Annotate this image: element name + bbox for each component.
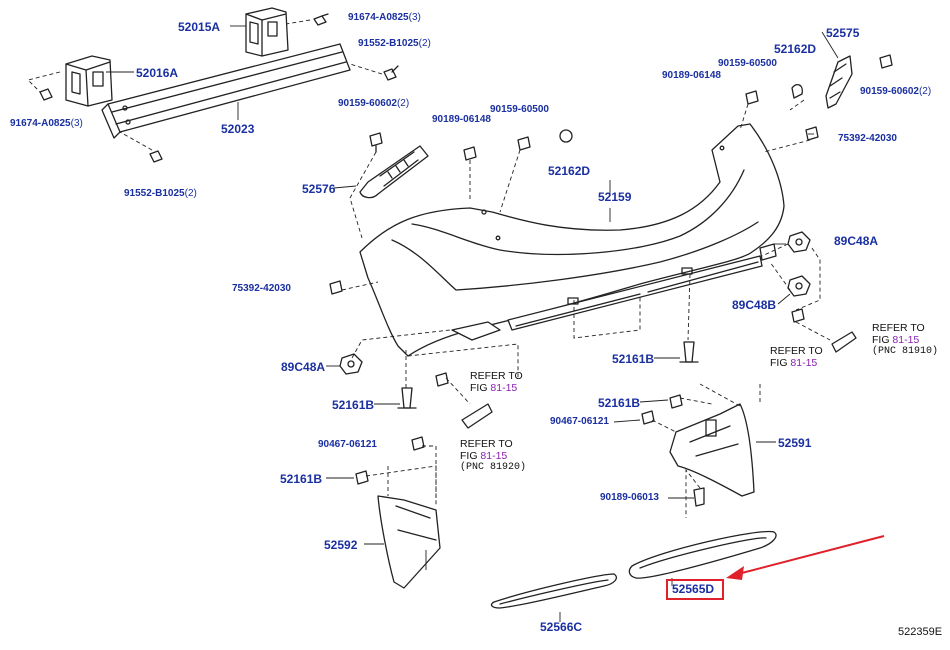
part-label-52162D-right[interactable]: 52162D <box>774 42 817 56</box>
leader-lines <box>106 25 839 622</box>
reference-fig: FIG 81-15 <box>460 450 508 462</box>
part-label-90159-60602-left[interactable]: 90159-60602(2) <box>338 98 409 109</box>
part-label-91552-b1025-top[interactable]: 91552-B1025(2) <box>358 38 431 49</box>
reference-pnc: (PNC 81920) <box>460 462 527 473</box>
reflector-parts <box>461 331 857 429</box>
part-label-52161B-center[interactable]: 52161B <box>612 352 655 366</box>
quantity: (2) <box>418 38 431 49</box>
reference-note-center[interactable]: REFER TO FIG 81-15 <box>770 345 823 369</box>
part-label-91674-a0825-left[interactable]: 91674-A0825(3) <box>10 118 83 129</box>
reference-fig: FIG 81-15 <box>470 382 518 394</box>
fastener-group-upper <box>329 54 893 295</box>
part-number: 91552-B1025 <box>124 188 185 199</box>
reference-text: REFER TO <box>470 370 523 382</box>
bracket-52016A <box>65 55 113 107</box>
part-label-90467-06121-left[interactable]: 90467-06121 <box>318 439 377 450</box>
support-52591 <box>669 403 755 497</box>
reference-number: 81-15 <box>892 334 920 346</box>
quantity: (2) <box>396 98 410 109</box>
guide-lines <box>27 19 831 518</box>
part-number: 91674-A0825 <box>10 118 71 129</box>
reference-note-left-upper[interactable]: REFER TO FIG 81-15 <box>470 370 523 394</box>
part-label-75392-42030-left[interactable]: 75392-42030 <box>232 283 291 294</box>
reference-note-left[interactable]: REFER TO FIG 81-15 (PNC 81920) <box>460 438 526 474</box>
reference-text: REFER TO <box>770 345 823 357</box>
support-52592 <box>377 495 441 589</box>
part-label-52566C[interactable]: 52566C <box>540 620 583 634</box>
reference-fig: FIG 81-15 <box>872 334 920 346</box>
reference-pnc: (PNC 81910) <box>872 346 939 357</box>
part-label-90159-60602-right[interactable]: 90159-60602(2) <box>860 86 931 97</box>
frame-52565D <box>628 530 777 579</box>
bolt-group-beam <box>39 13 399 163</box>
part-label-52159[interactable]: 52159 <box>598 190 632 204</box>
reference-number: 81-15 <box>480 450 508 462</box>
part-label-90189-06148-mid[interactable]: 90189-06148 <box>432 114 491 125</box>
quantity: (2) <box>918 86 932 97</box>
clip-group-52161B <box>355 308 805 507</box>
reference-number: 81-15 <box>490 382 518 394</box>
part-label-52565D[interactable]: 52565D <box>672 582 715 596</box>
part-label-52161B-right[interactable]: 52161B <box>598 396 641 410</box>
part-label-52592[interactable]: 52592 <box>324 538 358 552</box>
part-number: 90159-60602 <box>860 86 919 97</box>
part-label-91552-b1025-bottom[interactable]: 91552-B1025(2) <box>124 188 197 199</box>
part-number: 90159-60602 <box>338 98 397 109</box>
part-label-52575[interactable]: 52575 <box>826 26 860 40</box>
part-label-52161B-lower-left[interactable]: 52161B <box>280 472 323 486</box>
reference-text: REFER TO <box>872 322 925 334</box>
part-label-52576[interactable]: 52576 <box>302 182 336 196</box>
figure-id: 522359E <box>898 626 943 638</box>
highlight-box <box>666 579 724 600</box>
part-label-90467-06121-right[interactable]: 90467-06121 <box>550 416 609 427</box>
part-label-52016A[interactable]: 52016A <box>136 66 179 80</box>
quantity: (3) <box>70 118 83 129</box>
part-label-90159-60500-mid[interactable]: 90159-60500 <box>490 104 549 115</box>
part-label-52161B-left[interactable]: 52161B <box>332 398 375 412</box>
part-label-90159-60500-right[interactable]: 90159-60500 <box>718 58 777 69</box>
quantity: (2) <box>184 188 197 199</box>
part-label-52023[interactable]: 52023 <box>221 122 255 136</box>
bracket-52575 <box>825 55 853 109</box>
part-label-89C48A-right[interactable]: 89C48A <box>834 234 879 248</box>
part-label-75392-42030-right[interactable]: 75392-42030 <box>838 133 897 144</box>
bracket-52576 <box>359 145 429 199</box>
part-label-91674-a0825-top[interactable]: 91674-A0825(3) <box>348 12 421 23</box>
frame-52566C <box>490 573 618 609</box>
reinforcement-beam-52023 <box>101 43 351 139</box>
reference-note-right[interactable]: REFER TO FIG 81-15 (PNC 81910) <box>872 322 938 358</box>
part-label-90189-06148-right[interactable]: 90189-06148 <box>662 70 721 81</box>
part-number: 91674-A0825 <box>348 12 409 23</box>
part-label-52591[interactable]: 52591 <box>778 436 812 450</box>
part-number: 91552-B1025 <box>358 38 419 49</box>
quantity: (3) <box>408 12 421 23</box>
bumper-cover-52159 <box>359 123 785 357</box>
bracket-52015A <box>245 7 289 57</box>
reference-fig: FIG 81-15 <box>770 357 818 369</box>
nut-group-89C48 <box>339 231 811 375</box>
part-label-89C48B[interactable]: 89C48B <box>732 298 777 312</box>
part-label-90189-06013[interactable]: 90189-06013 <box>600 492 659 503</box>
highlight-arrow <box>726 535 885 580</box>
part-label-52015A[interactable]: 52015A <box>178 20 221 34</box>
part-label-52162D-mid[interactable]: 52162D <box>548 164 591 178</box>
reference-text: REFER TO <box>460 438 513 450</box>
reference-number: 81-15 <box>790 357 818 369</box>
part-label-89C48A-left[interactable]: 89C48A <box>281 360 326 374</box>
